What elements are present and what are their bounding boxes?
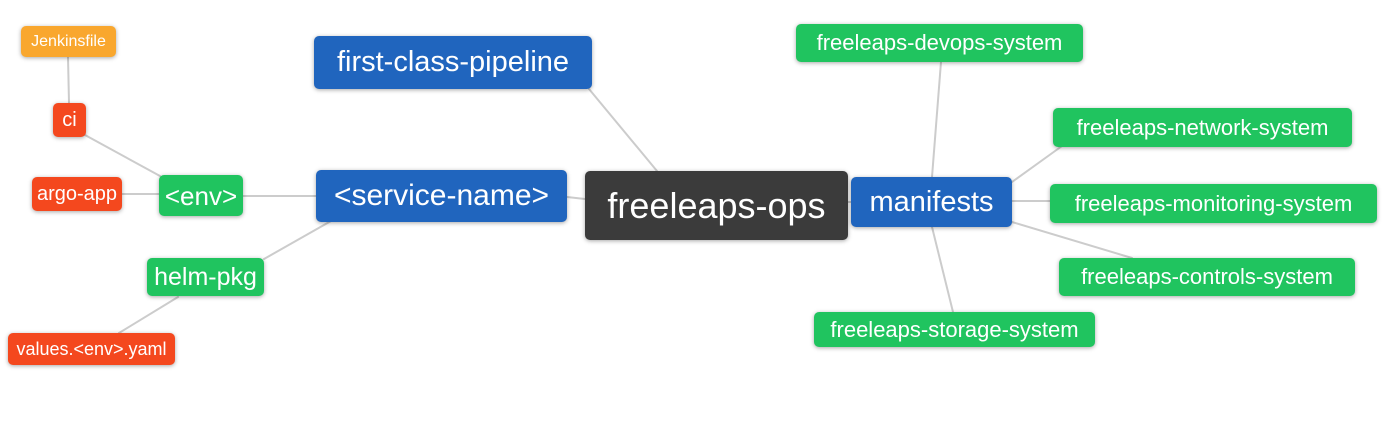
node-label: <service-name>: [333, 179, 550, 212]
node-manifests[interactable]: manifests: [851, 177, 1012, 227]
node-jenkinsfile[interactable]: Jenkinsfile: [21, 26, 116, 57]
node-label: ci: [62, 109, 77, 131]
node-monitoring-system[interactable]: freeleaps-monitoring-system: [1050, 184, 1377, 223]
node-freeleaps-ops[interactable]: freeleaps-ops: [585, 171, 848, 240]
node-label: freeleaps-ops: [607, 184, 826, 226]
edge-manifests-to-network-system: [1011, 145, 1063, 183]
node-label: <env>: [164, 180, 238, 211]
node-label: argo-app: [36, 183, 118, 205]
edge-manifests-to-controls-system: [1011, 221, 1133, 259]
edge-first-class-pipeline-to-freeleaps-ops: [588, 88, 658, 172]
node-storage-system[interactable]: freeleaps-storage-system: [814, 312, 1095, 347]
node-label: values.<env>.yaml: [16, 339, 167, 359]
node-first-class-pipeline[interactable]: first-class-pipeline: [314, 36, 592, 89]
node-label: freeleaps-network-system: [1076, 114, 1329, 140]
node-label: manifests: [869, 185, 994, 218]
node-controls-system[interactable]: freeleaps-controls-system: [1059, 258, 1355, 296]
node-env[interactable]: <env>: [159, 175, 243, 216]
node-ci[interactable]: ci: [53, 103, 86, 137]
node-network-system[interactable]: freeleaps-network-system: [1053, 108, 1352, 147]
edge-helm-pkg-to-service-name: [263, 220, 332, 260]
node-service-name[interactable]: <service-name>: [316, 170, 567, 222]
node-label: first-class-pipeline: [336, 46, 570, 78]
node-helm-pkg[interactable]: helm-pkg: [147, 258, 264, 296]
node-label: freeleaps-controls-system: [1081, 264, 1333, 289]
edge-manifests-to-storage-system: [931, 226, 954, 313]
edge-service-name-to-freeleaps-ops: [566, 196, 586, 200]
node-label: helm-pkg: [154, 262, 257, 291]
edge-ci-to-env: [84, 134, 161, 177]
node-argo-app[interactable]: argo-app: [32, 177, 122, 211]
node-label: freeleaps-storage-system: [830, 316, 1079, 342]
edge-values-env-yaml-to-helm-pkg: [118, 296, 179, 334]
node-label: freeleaps-devops-system: [816, 30, 1063, 55]
edge-jenkinsfile-to-ci: [67, 56, 70, 104]
node-label: freeleaps-monitoring-system: [1074, 190, 1353, 216]
node-values-env-yaml[interactable]: values.<env>.yaml: [8, 333, 175, 365]
node-devops-system[interactable]: freeleaps-devops-system: [796, 24, 1083, 62]
node-label: Jenkinsfile: [31, 32, 106, 50]
edge-manifests-to-devops-system: [931, 61, 942, 178]
